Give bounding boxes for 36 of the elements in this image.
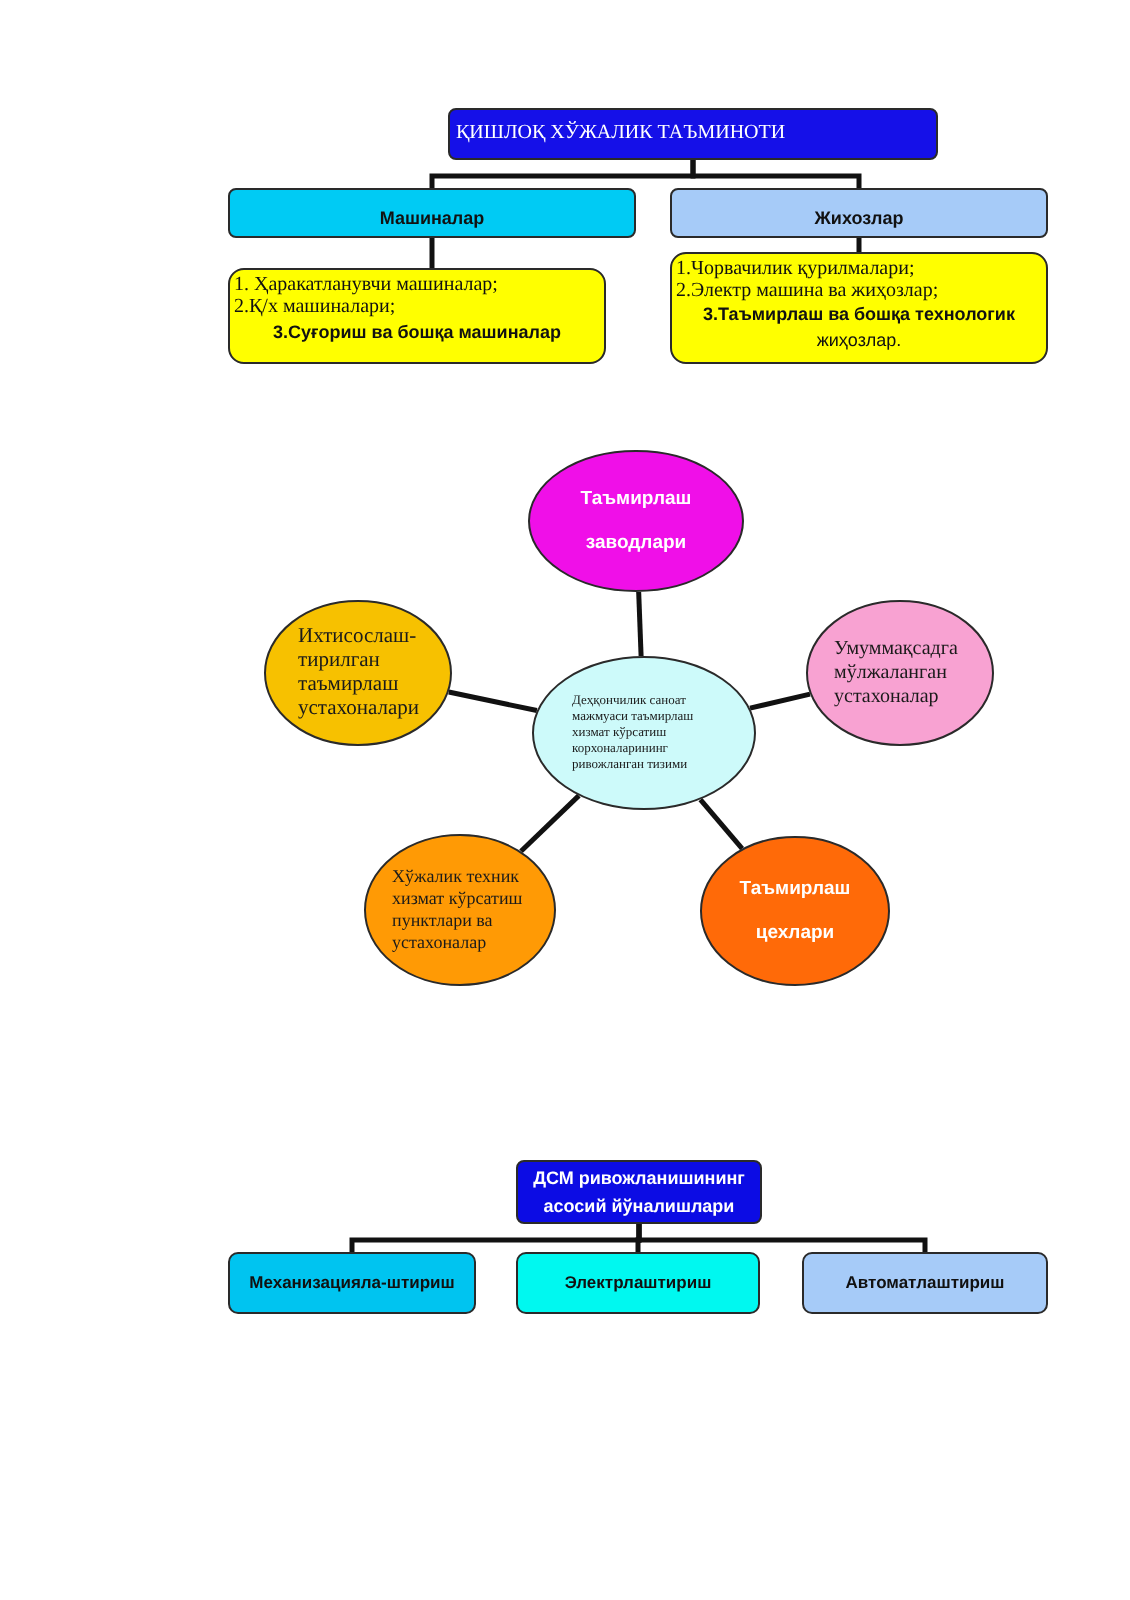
- connector-line: [519, 793, 581, 854]
- direction-label: Электрлаштириш: [562, 1272, 714, 1294]
- category-label: Жихозлар: [812, 208, 906, 230]
- ellipse-label: Хўжалик техник хизмат кўрсатиш пунктлари ва устахоналар: [392, 866, 525, 954]
- list-item: 3.Суғориш ва бошқа машиналар: [270, 320, 564, 346]
- list-item: 3.Таъмирлаш ва бошқа технологик жиҳозлар.: [701, 302, 1017, 354]
- list-item: 2.Қ/х машиналари;: [234, 296, 398, 318]
- ellipse-label: Умуммақсадга мўлжаланган устахоналар: [834, 637, 960, 709]
- connector-line: [429, 238, 435, 268]
- connector-line: [636, 591, 644, 657]
- direction-box: [228, 1252, 476, 1314]
- connector-line: [698, 797, 745, 851]
- direction-box: [802, 1252, 1048, 1314]
- list-box: [228, 268, 606, 364]
- direction-box: [516, 1252, 760, 1314]
- title-text: ҚИШЛОҚ ХЎЖАЛИК ТАЪМИНОТИ: [456, 122, 788, 146]
- list-item: 1. Ҳаракатланувчи машиналар;: [234, 274, 500, 296]
- category-box: [670, 188, 1048, 238]
- ellipse-label: Таъмирлаш цехлари: [737, 875, 853, 947]
- direction-label: Автоматлаштириш: [843, 1272, 1007, 1294]
- list-box: [670, 252, 1048, 364]
- category-box: [228, 188, 636, 238]
- ellipse-label: Ихтисослаш-тирилган таъмирлаш устахоналари: [298, 625, 422, 721]
- list-item: 2.Электр машина ва жиҳозлар;: [676, 280, 941, 302]
- connector-line: [690, 160, 862, 188]
- heading-text: ДСМ ривожланишининг асосий йўналишлари: [531, 1166, 747, 1220]
- connector-line: [636, 1224, 928, 1252]
- connector-line: [749, 691, 811, 711]
- list-item: 1.Чорвачилик қурилмалари;: [676, 258, 917, 280]
- title-box: [448, 108, 938, 160]
- direction-label: Механизацияла-штириш: [247, 1272, 457, 1294]
- category-label: Машиналар: [377, 208, 487, 230]
- connector-line: [856, 238, 862, 252]
- heading-box: [516, 1160, 762, 1224]
- ellipse-label: Таъмирлаш заводлари: [578, 485, 694, 557]
- connector-line: [448, 689, 538, 713]
